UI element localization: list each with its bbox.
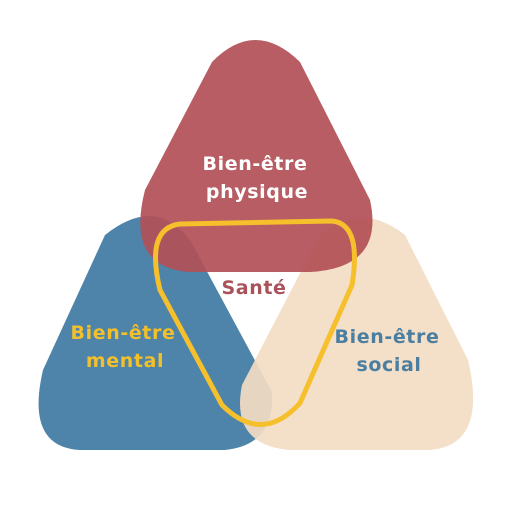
social-label-line2: social	[356, 354, 421, 376]
health-outline	[153, 218, 357, 427]
mental-label-line1: Bien-être	[71, 322, 176, 344]
physical-wellbeing-shape	[140, 40, 373, 272]
mental-label-line2: mental	[86, 350, 164, 372]
physical-label-line2: physique	[206, 181, 308, 203]
physical-label-line1: Bien-être	[203, 153, 308, 175]
social-wellbeing-shape	[240, 217, 474, 450]
social-label-line1: Bien-être	[335, 326, 440, 348]
center-label: Santé	[221, 277, 286, 299]
